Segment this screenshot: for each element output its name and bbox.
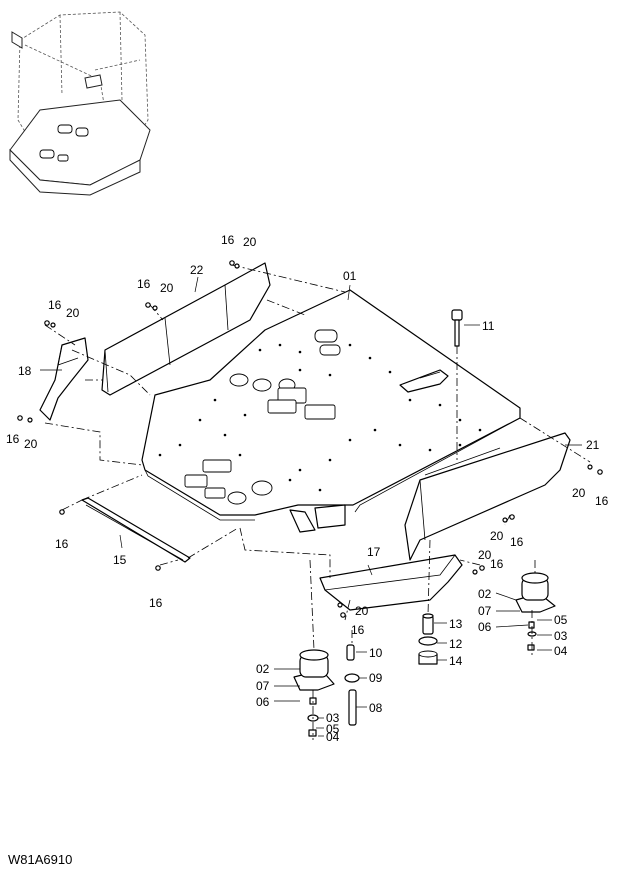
floor-plate-01 (141, 289, 521, 533)
callout-20: 20 (355, 604, 369, 618)
callout-16: 16 (510, 535, 524, 549)
callout-16: 16 (55, 537, 69, 551)
pin-08 (348, 689, 357, 726)
callout-20: 20 (490, 529, 504, 543)
callout-16: 16 (149, 596, 163, 610)
callout-05: 05 (554, 613, 568, 627)
callout-07: 07 (256, 679, 270, 693)
callout-20: 20 (160, 281, 174, 295)
callout-20: 20 (478, 548, 492, 562)
cab-locator-thumbnail (9, 11, 151, 196)
callout-03: 03 (554, 629, 568, 643)
callout-01: 01 (343, 269, 357, 283)
callout-07: 07 (478, 604, 492, 618)
callout-08: 08 (369, 701, 383, 715)
sleeve-13 (422, 613, 434, 635)
callout-22: 22 (190, 263, 204, 277)
callout-20: 20 (572, 486, 586, 500)
callout-15: 15 (113, 553, 127, 567)
washer-12 (418, 636, 438, 646)
callout-09: 09 (369, 671, 383, 685)
callout-16: 16 (6, 432, 20, 446)
side-cover-21 (404, 432, 571, 561)
bracket-18 (39, 337, 89, 421)
callout-02: 02 (256, 662, 270, 676)
callout-10: 10 (369, 646, 383, 660)
callout-14: 14 (449, 654, 463, 668)
side-skirt-22 (101, 262, 271, 396)
callout-20: 20 (66, 306, 80, 320)
pin-10 (346, 644, 355, 661)
collar-09 (344, 673, 360, 683)
bolt-11 (451, 309, 463, 347)
callout-06: 06 (478, 620, 492, 634)
callout-13: 13 (449, 617, 463, 631)
drawing-code: W81A6910 (8, 852, 72, 867)
callout-17: 17 (367, 545, 381, 559)
callout-21: 21 (586, 438, 600, 452)
callout-02: 02 (478, 587, 492, 601)
callout-18: 18 (18, 364, 32, 378)
bracket-17 (319, 554, 463, 611)
callout-05: 05 (326, 722, 340, 736)
rail-15 (81, 497, 191, 563)
assembly-lines (44, 264, 591, 740)
leader-lines (40, 276, 582, 737)
fasteners (17, 260, 603, 618)
callout-20: 20 (24, 437, 38, 451)
callout-labels: 01 22 16 20 16 20 16 20 18 16 20 16 15 1… (6, 233, 609, 744)
callout-20: 20 (243, 235, 257, 249)
callout-16: 16 (48, 298, 62, 312)
callout-16: 16 (595, 494, 609, 508)
nut-14 (418, 650, 438, 665)
callout-16: 16 (351, 623, 365, 637)
callout-06: 06 (256, 695, 270, 709)
callout-11: 11 (482, 319, 495, 333)
callout-16: 16 (137, 277, 151, 291)
callout-12: 12 (449, 637, 463, 651)
callout-03: 03 (326, 711, 340, 725)
callout-16: 16 (490, 557, 504, 571)
callout-16: 16 (221, 233, 235, 247)
callout-04: 04 (326, 730, 340, 744)
callout-04: 04 (554, 644, 568, 658)
isolator-mount-right (515, 572, 556, 651)
